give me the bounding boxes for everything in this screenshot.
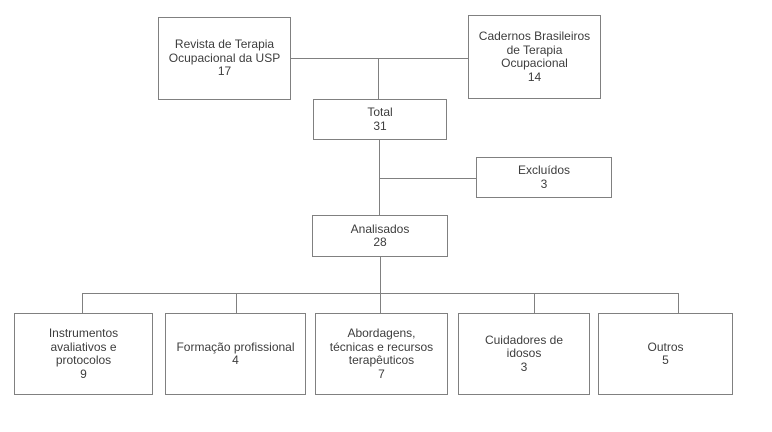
node-label: Total [367, 105, 393, 119]
connector-line [378, 58, 379, 100]
node-outros: Outros 5 [598, 313, 733, 395]
node-analisados: Analisados 28 [312, 215, 448, 257]
node-count: 4 [232, 353, 239, 367]
node-count: 17 [217, 64, 232, 79]
node-label: Analisados [350, 221, 410, 236]
node-label: Excluídos [517, 163, 571, 177]
node-label: Abordagens, técnicas e recursos terapêut… [329, 326, 434, 367]
node-label: Outros [647, 339, 684, 354]
node-count: 3 [540, 176, 548, 191]
node-label: Formação profissional [176, 339, 295, 354]
node-count: 5 [662, 353, 669, 367]
connector-line [678, 293, 679, 313]
node-label: Cadernos Brasileiros de Terapia Ocupacio… [478, 29, 591, 70]
node-cadernos-brasileiros: Cadernos Brasileiros de Terapia Ocupacio… [468, 15, 601, 99]
connector-line [236, 293, 237, 313]
node-label: Cuidadores de idosos [484, 332, 564, 361]
node-total: Total 31 [313, 99, 447, 140]
node-instrumentos-avaliativos: Instrumentos avaliativos e protocolos 9 [14, 313, 153, 395]
node-formacao-profissional: Formação profissional 4 [165, 313, 306, 395]
node-revista-terapia-usp: Revista de Terapia Ocupacional da USP 17 [158, 17, 291, 100]
connector-line [290, 58, 468, 59]
node-cuidadores-idosos: Cuidadores de idosos 3 [458, 313, 590, 395]
node-abordagens-tecnicas: Abordagens, técnicas e recursos terapêut… [315, 313, 448, 395]
connector-line [534, 293, 535, 313]
node-excluidos: Excluídos 3 [476, 157, 612, 198]
node-count: 14 [527, 69, 542, 84]
connector-line [380, 293, 381, 313]
connector-line [379, 140, 380, 215]
node-count: 9 [80, 366, 87, 381]
node-label: Revista de Terapia Ocupacional da USP [168, 37, 281, 65]
connector-line [380, 257, 381, 293]
node-label: Instrumentos avaliativos e protocolos [48, 326, 119, 367]
connector-line [379, 178, 476, 179]
connector-line [82, 293, 83, 313]
node-count: 3 [520, 359, 528, 374]
node-count: 28 [373, 235, 387, 249]
node-count: 7 [378, 366, 385, 381]
node-count: 31 [373, 118, 387, 133]
